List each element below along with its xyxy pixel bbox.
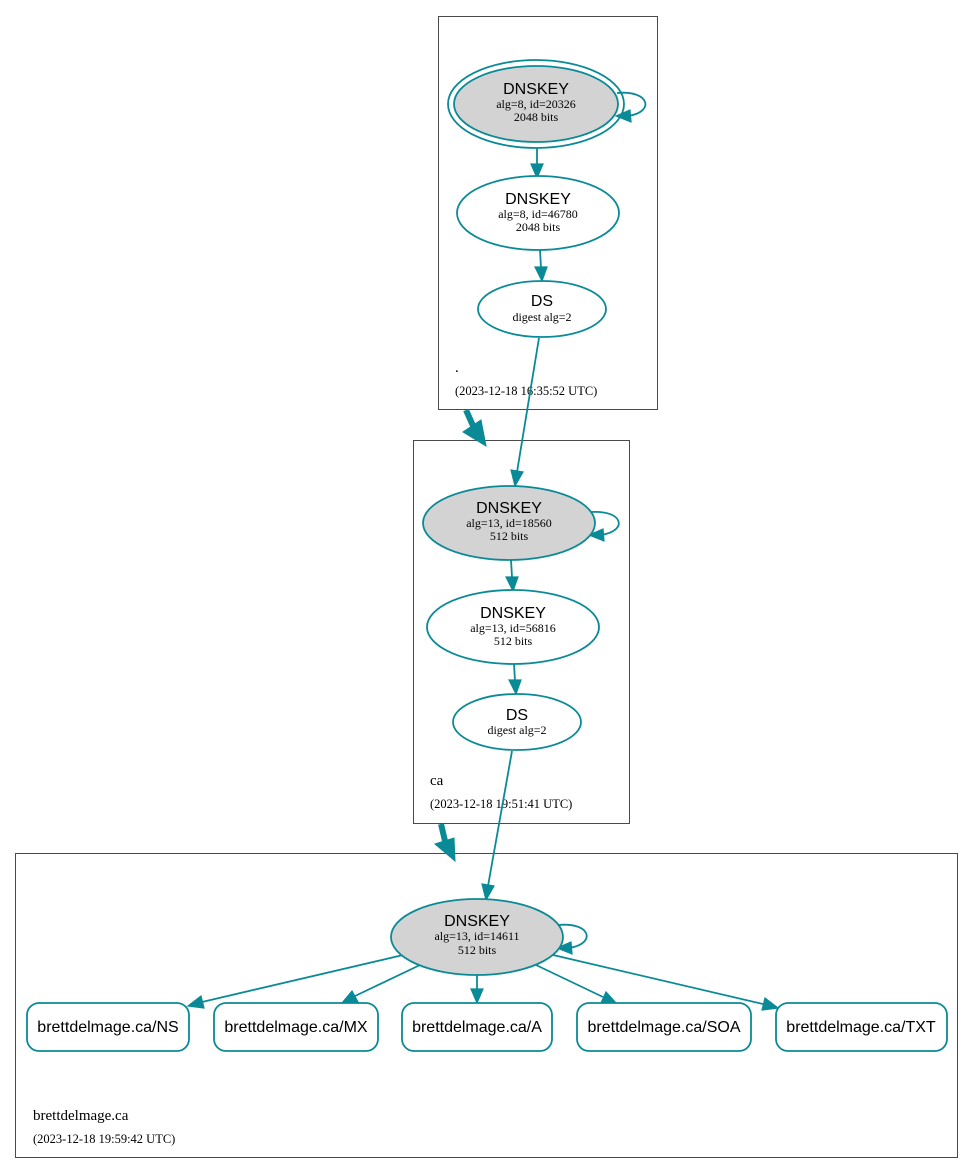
node-ca-ksk-size: 512 bits: [490, 529, 529, 543]
edge-root-ds-to-ca-ksk: [510, 337, 540, 488]
edge-key-to-mx: [340, 964, 421, 1004]
zone-name-brettdelmage: brettdelmage.ca: [33, 1108, 129, 1124]
rrset-soa-label: brettdelmage.ca/SOA: [588, 1019, 741, 1036]
node-ca-ksk-detail: alg=13, id=18560: [466, 516, 552, 530]
edge-brettdelmage-key-self-loop: [555, 923, 588, 955]
zone-box-root: [438, 16, 658, 410]
zone-timestamp-ca: (2023-12-18 19:51:41 UTC): [430, 797, 572, 811]
edge-ca-ds-to-brettdelmage-key: [481, 750, 513, 902]
delegation-arrow-ca-to-brettdelmage: [433, 823, 456, 863]
node-brettdelmage-key-type: DNSKEY: [444, 913, 510, 930]
delegation-arrow-root-to-ca: [462, 408, 487, 448]
node-ca-ds-type: DS: [506, 707, 528, 724]
node-root-ksk-type: DNSKEY: [503, 81, 569, 98]
zone-name-ca: ca: [430, 773, 444, 789]
edge-ca-zsk-to-ds: [508, 663, 522, 696]
edge-key-to-a: [470, 975, 484, 1005]
node-ca-zsk-type: DNSKEY: [480, 605, 546, 622]
node-root-ds-detail: digest alg=2: [512, 310, 571, 324]
rrset-a[interactable]: brettdelmage.ca/A: [401, 1002, 553, 1052]
node-ca-ksk[interactable]: DNSKEY alg=13, id=18560 512 bits: [422, 485, 596, 561]
rrset-txt[interactable]: brettdelmage.ca/TXT: [775, 1002, 948, 1052]
zone-name-root: .: [455, 360, 459, 376]
node-root-ksk-size: 2048 bits: [514, 110, 559, 124]
rrset-mx[interactable]: brettdelmage.ca/MX: [213, 1002, 379, 1052]
zone-timestamp-brettdelmage: (2023-12-18 19:59:42 UTC): [33, 1132, 175, 1146]
node-brettdelmage-key-detail: alg=13, id=14611: [434, 929, 519, 943]
edge-root-ksk-to-zsk: [530, 148, 544, 180]
rrset-soa[interactable]: brettdelmage.ca/SOA: [576, 1002, 752, 1052]
node-ca-zsk[interactable]: DNSKEY alg=13, id=56816 512 bits: [426, 589, 600, 665]
rrset-txt-label: brettdelmage.ca/TXT: [786, 1019, 936, 1036]
node-root-zsk-size: 2048 bits: [516, 220, 561, 234]
rrset-mx-label: brettdelmage.ca/MX: [224, 1019, 368, 1036]
zone-timestamp-root: (2023-12-18 16:35:52 UTC): [455, 384, 597, 398]
edge-key-to-txt: [552, 954, 780, 1011]
rrset-ns-label: brettdelmage.ca/NS: [37, 1019, 178, 1036]
node-root-zsk-type: DNSKEY: [505, 191, 571, 208]
node-root-ds-type: DS: [531, 293, 553, 310]
node-root-ksk[interactable]: DNSKEY alg=8, id=20326 2048 bits: [447, 59, 625, 149]
node-brettdelmage-key-size: 512 bits: [458, 943, 497, 957]
node-root-ds[interactable]: DS digest alg=2: [477, 280, 607, 338]
node-ca-zsk-size: 512 bits: [494, 634, 533, 648]
edge-key-to-ns: [186, 954, 404, 1009]
node-ca-zsk-detail: alg=13, id=56816: [470, 621, 556, 635]
edge-root-zsk-to-ds: [534, 249, 548, 283]
zone-box-brettdelmage: [15, 853, 958, 1158]
edge-ca-ksk-self-loop: [587, 511, 620, 542]
node-root-ksk-detail: alg=8, id=20326: [496, 97, 576, 111]
node-ca-ksk-type: DNSKEY: [476, 500, 542, 517]
node-brettdelmage-key[interactable]: DNSKEY alg=13, id=14611 512 bits: [390, 898, 564, 976]
edge-key-to-soa: [535, 964, 618, 1004]
rrset-ns[interactable]: brettdelmage.ca/NS: [26, 1002, 190, 1052]
node-root-zsk-detail: alg=8, id=46780: [498, 207, 578, 221]
edge-ca-ksk-to-zsk: [505, 559, 519, 593]
node-ca-ds[interactable]: DS digest alg=2: [452, 693, 582, 751]
node-root-zsk[interactable]: DNSKEY alg=8, id=46780 2048 bits: [456, 175, 620, 251]
node-ca-ds-detail: digest alg=2: [487, 723, 546, 737]
rrset-a-label: brettdelmage.ca/A: [412, 1019, 542, 1036]
